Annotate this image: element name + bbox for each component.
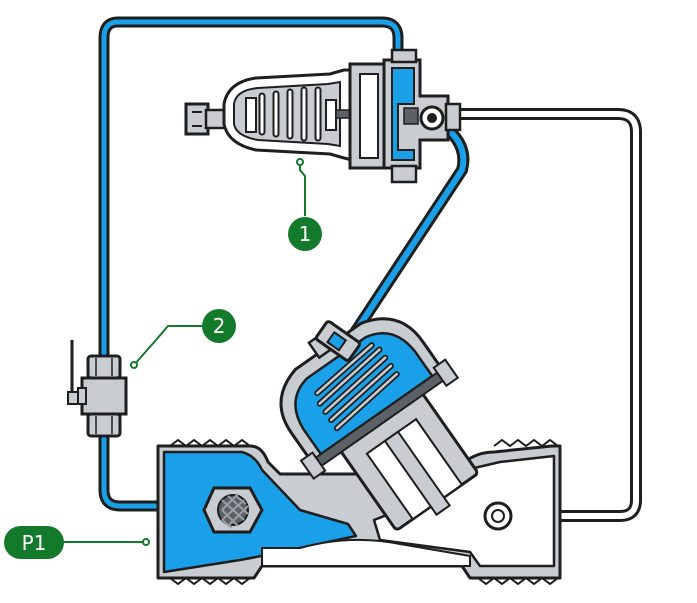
callout-ball-valve-marker [202, 309, 236, 343]
callout-pilot-marker [288, 217, 322, 251]
callout-inlet-pressure: P1 [4, 526, 150, 559]
callout-inlet-pressure-label: P1 [22, 531, 47, 555]
control-line-outlet [452, 108, 642, 522]
bonnet-port-fitting [314, 320, 362, 362]
ball-valve [67, 340, 128, 438]
callout-pilot: 1 [288, 158, 322, 251]
inlet-strainer-fitting [202, 486, 264, 534]
main-valve-bonnet [279, 317, 479, 531]
callout-ball-valve: 2 [130, 309, 236, 369]
callout-inlet-pressure-marker [4, 526, 64, 559]
outlet-port-fitting [483, 501, 513, 531]
pilot-valve [184, 48, 462, 184]
callout-ball-valve-label: 2 [213, 314, 226, 338]
callout-pilot-label: 1 [299, 222, 312, 246]
control-line-inlet [98, 16, 404, 512]
